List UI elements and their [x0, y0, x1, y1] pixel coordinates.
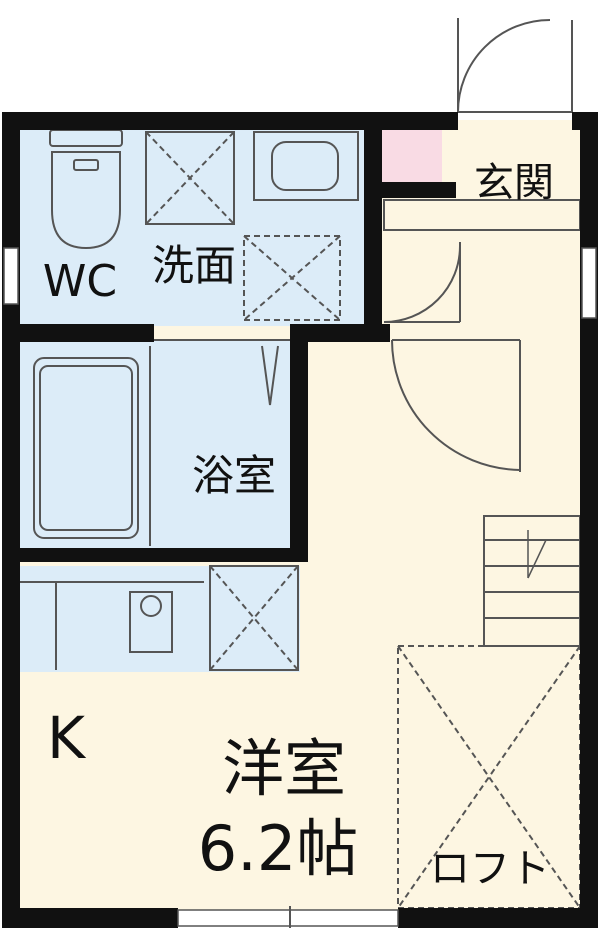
toilet-bowl	[51, 151, 121, 250]
room-door[interactable]	[391, 339, 521, 472]
wash-cabinet	[145, 131, 235, 225]
toilet-seat-top	[73, 159, 99, 171]
fridge-space	[209, 565, 299, 671]
label-bathroom: 浴室	[192, 451, 276, 500]
label-wc: WC	[43, 256, 117, 307]
label-loft: ロフト	[430, 846, 550, 892]
sink-basin	[271, 141, 339, 191]
wall-wash-bottom	[290, 324, 390, 342]
label-entrance: 玄関	[474, 160, 554, 206]
wall-bath-bottom	[20, 548, 308, 562]
stove-burner	[140, 595, 162, 617]
wall-outer-top-left	[2, 112, 458, 130]
wall-wc-bottom	[20, 324, 154, 342]
bathroom-floor	[14, 340, 296, 548]
window-wc	[3, 247, 19, 305]
wall-outer-right	[580, 112, 598, 927]
bathtub-inner	[39, 365, 133, 531]
bathtub-outer	[33, 357, 139, 539]
label-kitchen: K	[47, 704, 87, 772]
entrance-inner-door[interactable]	[383, 242, 461, 323]
kitchen-counter-area	[20, 566, 300, 672]
wall-bath-right	[290, 340, 308, 562]
wall-outer-left	[2, 112, 20, 927]
wall-shoebox-bottom	[382, 182, 456, 198]
wall-wc-right	[364, 128, 382, 328]
label-room-size: 6.2帖	[198, 812, 359, 885]
label-western-room: 洋室	[222, 732, 346, 805]
kitchen-sink	[129, 591, 173, 653]
sink-counter	[253, 131, 359, 201]
label-washroom: 洗面	[152, 241, 236, 290]
entrance-door[interactable]	[457, 18, 573, 113]
window-bottom	[177, 909, 399, 927]
window-right	[581, 247, 597, 319]
wall-outer-bottom-right	[398, 908, 598, 928]
shoe-box	[382, 128, 442, 182]
wall-outer-bottom-left	[2, 908, 178, 928]
